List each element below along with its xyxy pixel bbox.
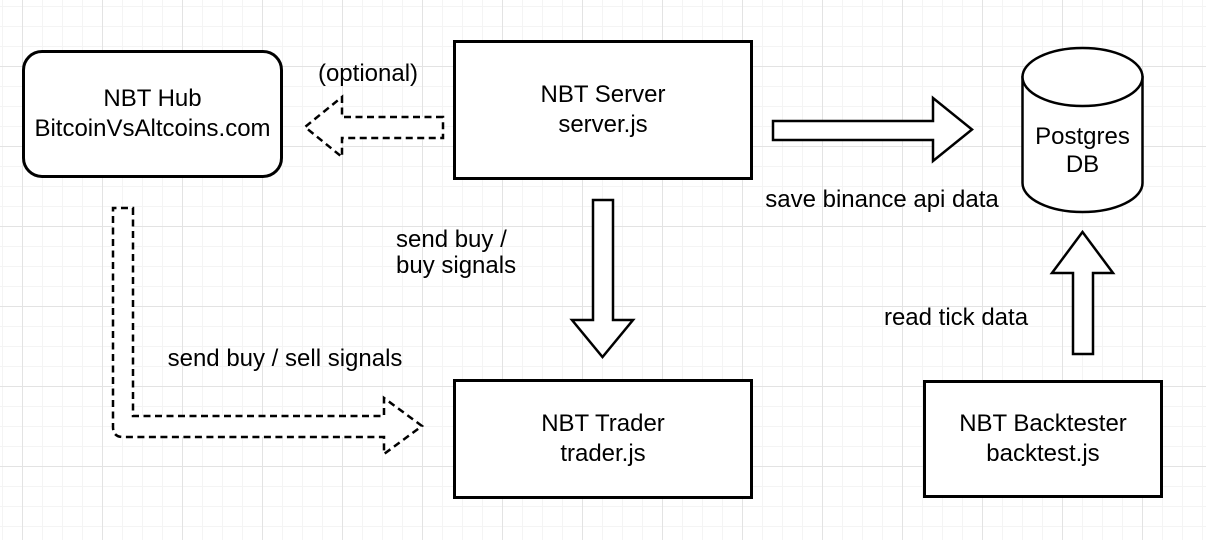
node-nbt-hub-subtitle: BitcoinVsAltcoins.com [34, 115, 271, 142]
node-nbt-trader-subtitle: trader.js [560, 440, 646, 467]
arrow-backtester-to-postgres[interactable] [1049, 229, 1116, 356]
node-nbt-backtester[interactable]: NBT Backtester backtest.js [923, 380, 1163, 498]
node-postgres-db-title: Postgres [1035, 123, 1130, 150]
label-send-buy-sell-signals[interactable]: send buy / sell signals [167, 345, 403, 372]
database-cylinder-shape[interactable] [1021, 46, 1144, 214]
label-send-buy-buy-signals-line2: buy signals [396, 252, 517, 279]
arrow-hub-to-trader-dashed[interactable] [111, 206, 425, 457]
label-save-binance-api-data[interactable]: save binance api data [765, 186, 999, 213]
node-nbt-server[interactable]: NBT Server server.js [453, 40, 753, 180]
node-nbt-backtester-title: NBT Backtester [959, 410, 1127, 437]
label-optional[interactable]: (optional) [317, 60, 419, 87]
arrow-server-to-hub-dashed[interactable] [303, 94, 445, 160]
node-nbt-backtester-subtitle: backtest.js [986, 440, 1100, 467]
node-nbt-trader-title: NBT Trader [541, 410, 665, 437]
label-read-tick-data[interactable]: read tick data [883, 304, 1029, 331]
node-nbt-server-subtitle: server.js [558, 111, 648, 138]
node-postgres-db-subtitle: DB [1065, 151, 1100, 178]
arrow-server-to-postgres[interactable] [771, 95, 974, 164]
label-send-buy-buy-signals-line1: send buy / [396, 226, 507, 253]
node-postgres-db-label[interactable]: Postgres DB [1022, 123, 1143, 179]
node-nbt-trader[interactable]: NBT Trader trader.js [453, 379, 753, 499]
node-nbt-hub-title: NBT Hub [103, 85, 202, 112]
node-nbt-server-title: NBT Server [540, 81, 666, 108]
label-send-buy-buy-signals[interactable]: send buy / buy signals [396, 227, 516, 279]
node-nbt-hub[interactable]: NBT Hub BitcoinVsAltcoins.com [22, 50, 283, 178]
arrow-server-to-trader[interactable] [569, 198, 636, 359]
